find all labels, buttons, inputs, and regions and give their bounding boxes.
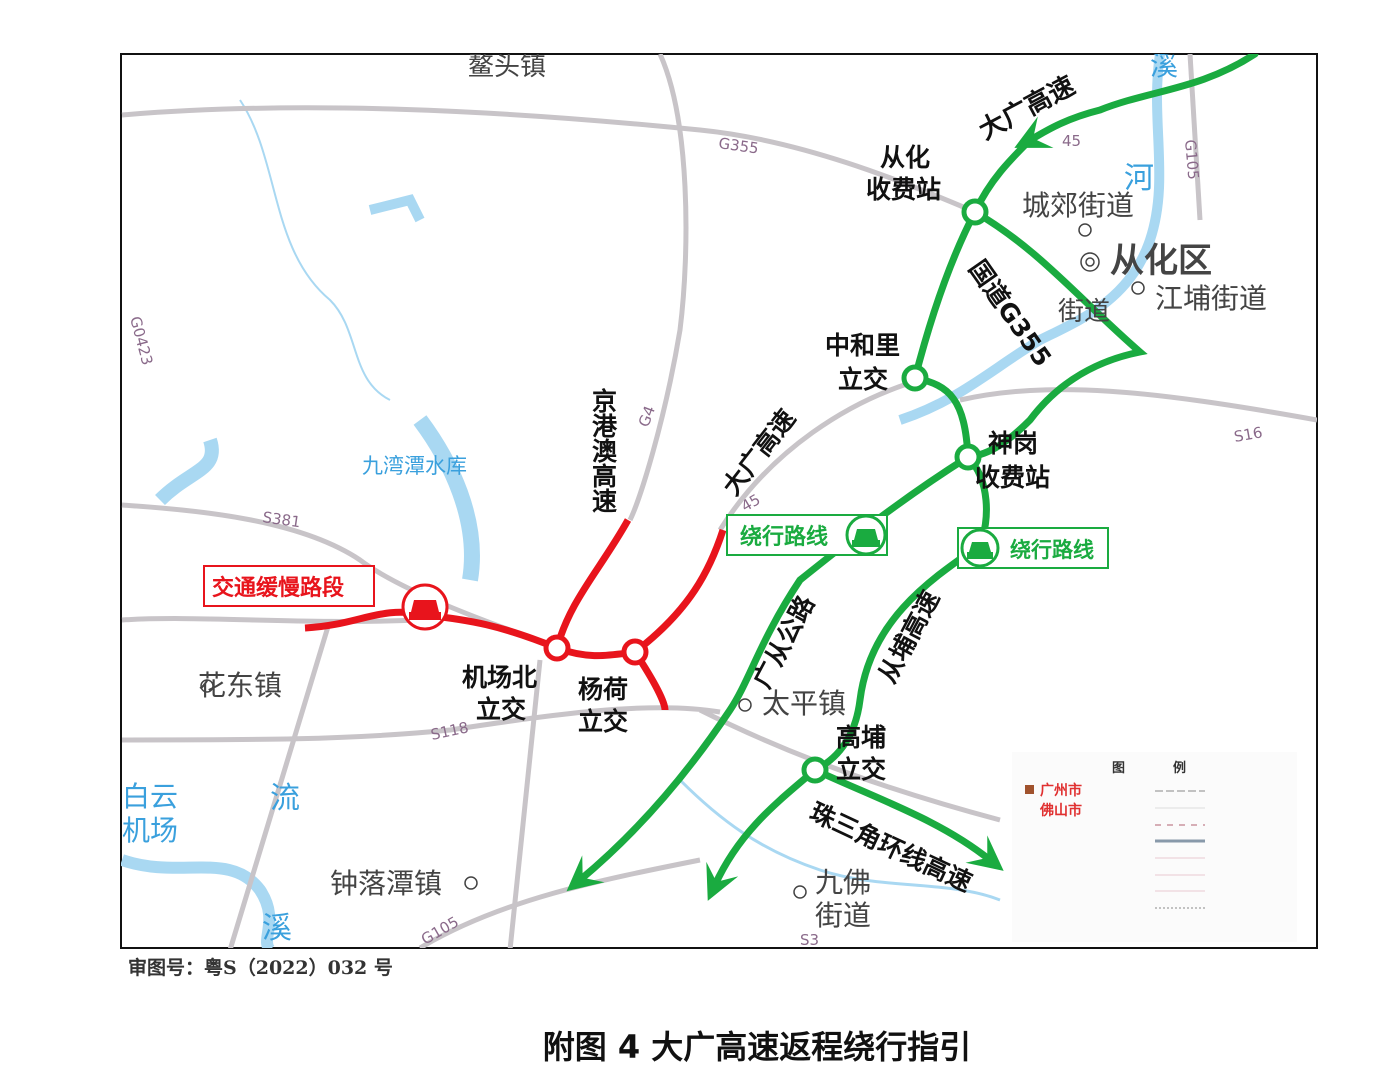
river-liu: 流 [270,781,300,816]
car-icon [960,528,1000,568]
detour-label-left: 绕行路线 [740,524,828,550]
place-jiufo: 九佛 [815,866,871,899]
congestion-callout: 交通缓慢路段 [203,565,449,631]
place-zhongluotan: 钟落潭镇 [330,867,442,900]
reservoir-label: 九湾潭水库 [362,454,467,478]
map-legend: 图 例 广州市 佛山市 [1012,752,1297,942]
legend-title-2: 例 [1173,760,1186,776]
base-roads [121,54,1317,948]
town-markers [200,223,1145,899]
legend-title: 图 [1112,761,1125,776]
car-icon [845,514,887,556]
map-approval-number: 审图号：粤S（2022）032 号 [128,957,393,979]
water-bodies [121,54,1165,948]
place-baiyun-2: 机场 [122,814,178,847]
legend-guangzhou: 广州市 [1040,782,1082,799]
figure-caption: 附图 4 大广高速返程绕行指引 [542,1028,972,1066]
place-huadong: 花东镇 [198,669,282,702]
legend-foshan: 佛山市 [1039,802,1082,819]
place-aotou: 鳌头镇 [468,52,546,82]
label-shengang: 神岗 [988,429,1038,458]
road-code-s381: S381 [261,508,301,531]
label-conghua-toll: 从化 [880,143,930,172]
place-jiufo-2: 街道 [815,899,871,932]
river-he: 河 [1124,161,1154,196]
place-chengjiao: 城郊街道 [1022,189,1134,222]
label-yanghe: 杨荷 [578,675,628,704]
road-code-s16: S16 [1233,423,1264,446]
label-airport-north-2: 立交 [476,695,526,724]
place-taiping: 太平镇 [762,687,846,720]
label-gaopu: 高埔 [836,723,886,752]
label-yanghe-2: 立交 [578,707,628,736]
label-conghua-toll-2: 收费站 [866,175,941,204]
label-airport-north: 机场北 [462,663,537,692]
label-zhonghe-2: 立交 [838,365,888,394]
road-code-g355: G355 [717,134,759,157]
place-jiedao: 街道 [1058,297,1110,327]
congestion-route [304,518,727,711]
detour-callout-right: 绕行路线 [957,527,1109,569]
label-jinggang: 京港澳高速 [589,387,618,513]
detour-map: 鳌头镇 城郊街道 从化区 江埔街道 街道 花东镇 太平镇 钟落潭镇 九佛 街道 … [120,49,1318,949]
detour-callout-left: 绕行路线 [726,514,888,556]
interchange-nodes [543,198,989,784]
label-shengang-2: 收费站 [975,463,1050,492]
place-jiangpu: 江埔街道 [1155,282,1267,315]
label-gaopu-2: 立交 [836,755,886,784]
car-icon [401,583,449,631]
road-code-s3: S3 [800,931,819,949]
detour-label-right: 绕行路线 [1010,538,1094,562]
road-code-g45-top: 45 [1062,132,1081,150]
label-zhonghe: 中和里 [825,331,900,360]
river-xi-bottom: 溪 [262,911,292,946]
river-xi-top: 溪 [1150,49,1178,82]
place-conghua: 从化区 [1110,241,1212,281]
road-code-g105: G105 [1181,139,1202,181]
congestion-label: 交通缓慢路段 [212,575,344,601]
place-baiyun: 白云 [122,780,178,813]
